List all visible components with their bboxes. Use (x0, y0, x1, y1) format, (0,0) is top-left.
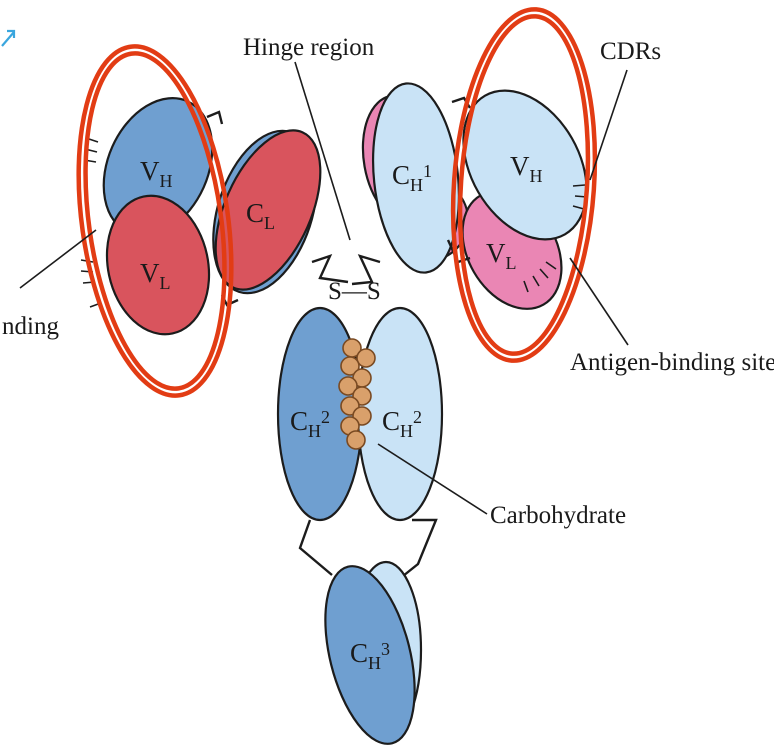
antigen-binding-site-label: Antigen-binding site (570, 349, 774, 376)
carbohydrate-label: Carbohydrate (490, 502, 626, 529)
arrow-icon (2, 31, 14, 46)
disulfide-bond-label: S—S (328, 278, 381, 305)
cdrs-label: CDRs (600, 38, 661, 65)
hinge-region-label: Hinge region (243, 34, 375, 61)
antigen-binding-truncated-label: nding (2, 313, 59, 340)
left-arm (81, 81, 348, 344)
